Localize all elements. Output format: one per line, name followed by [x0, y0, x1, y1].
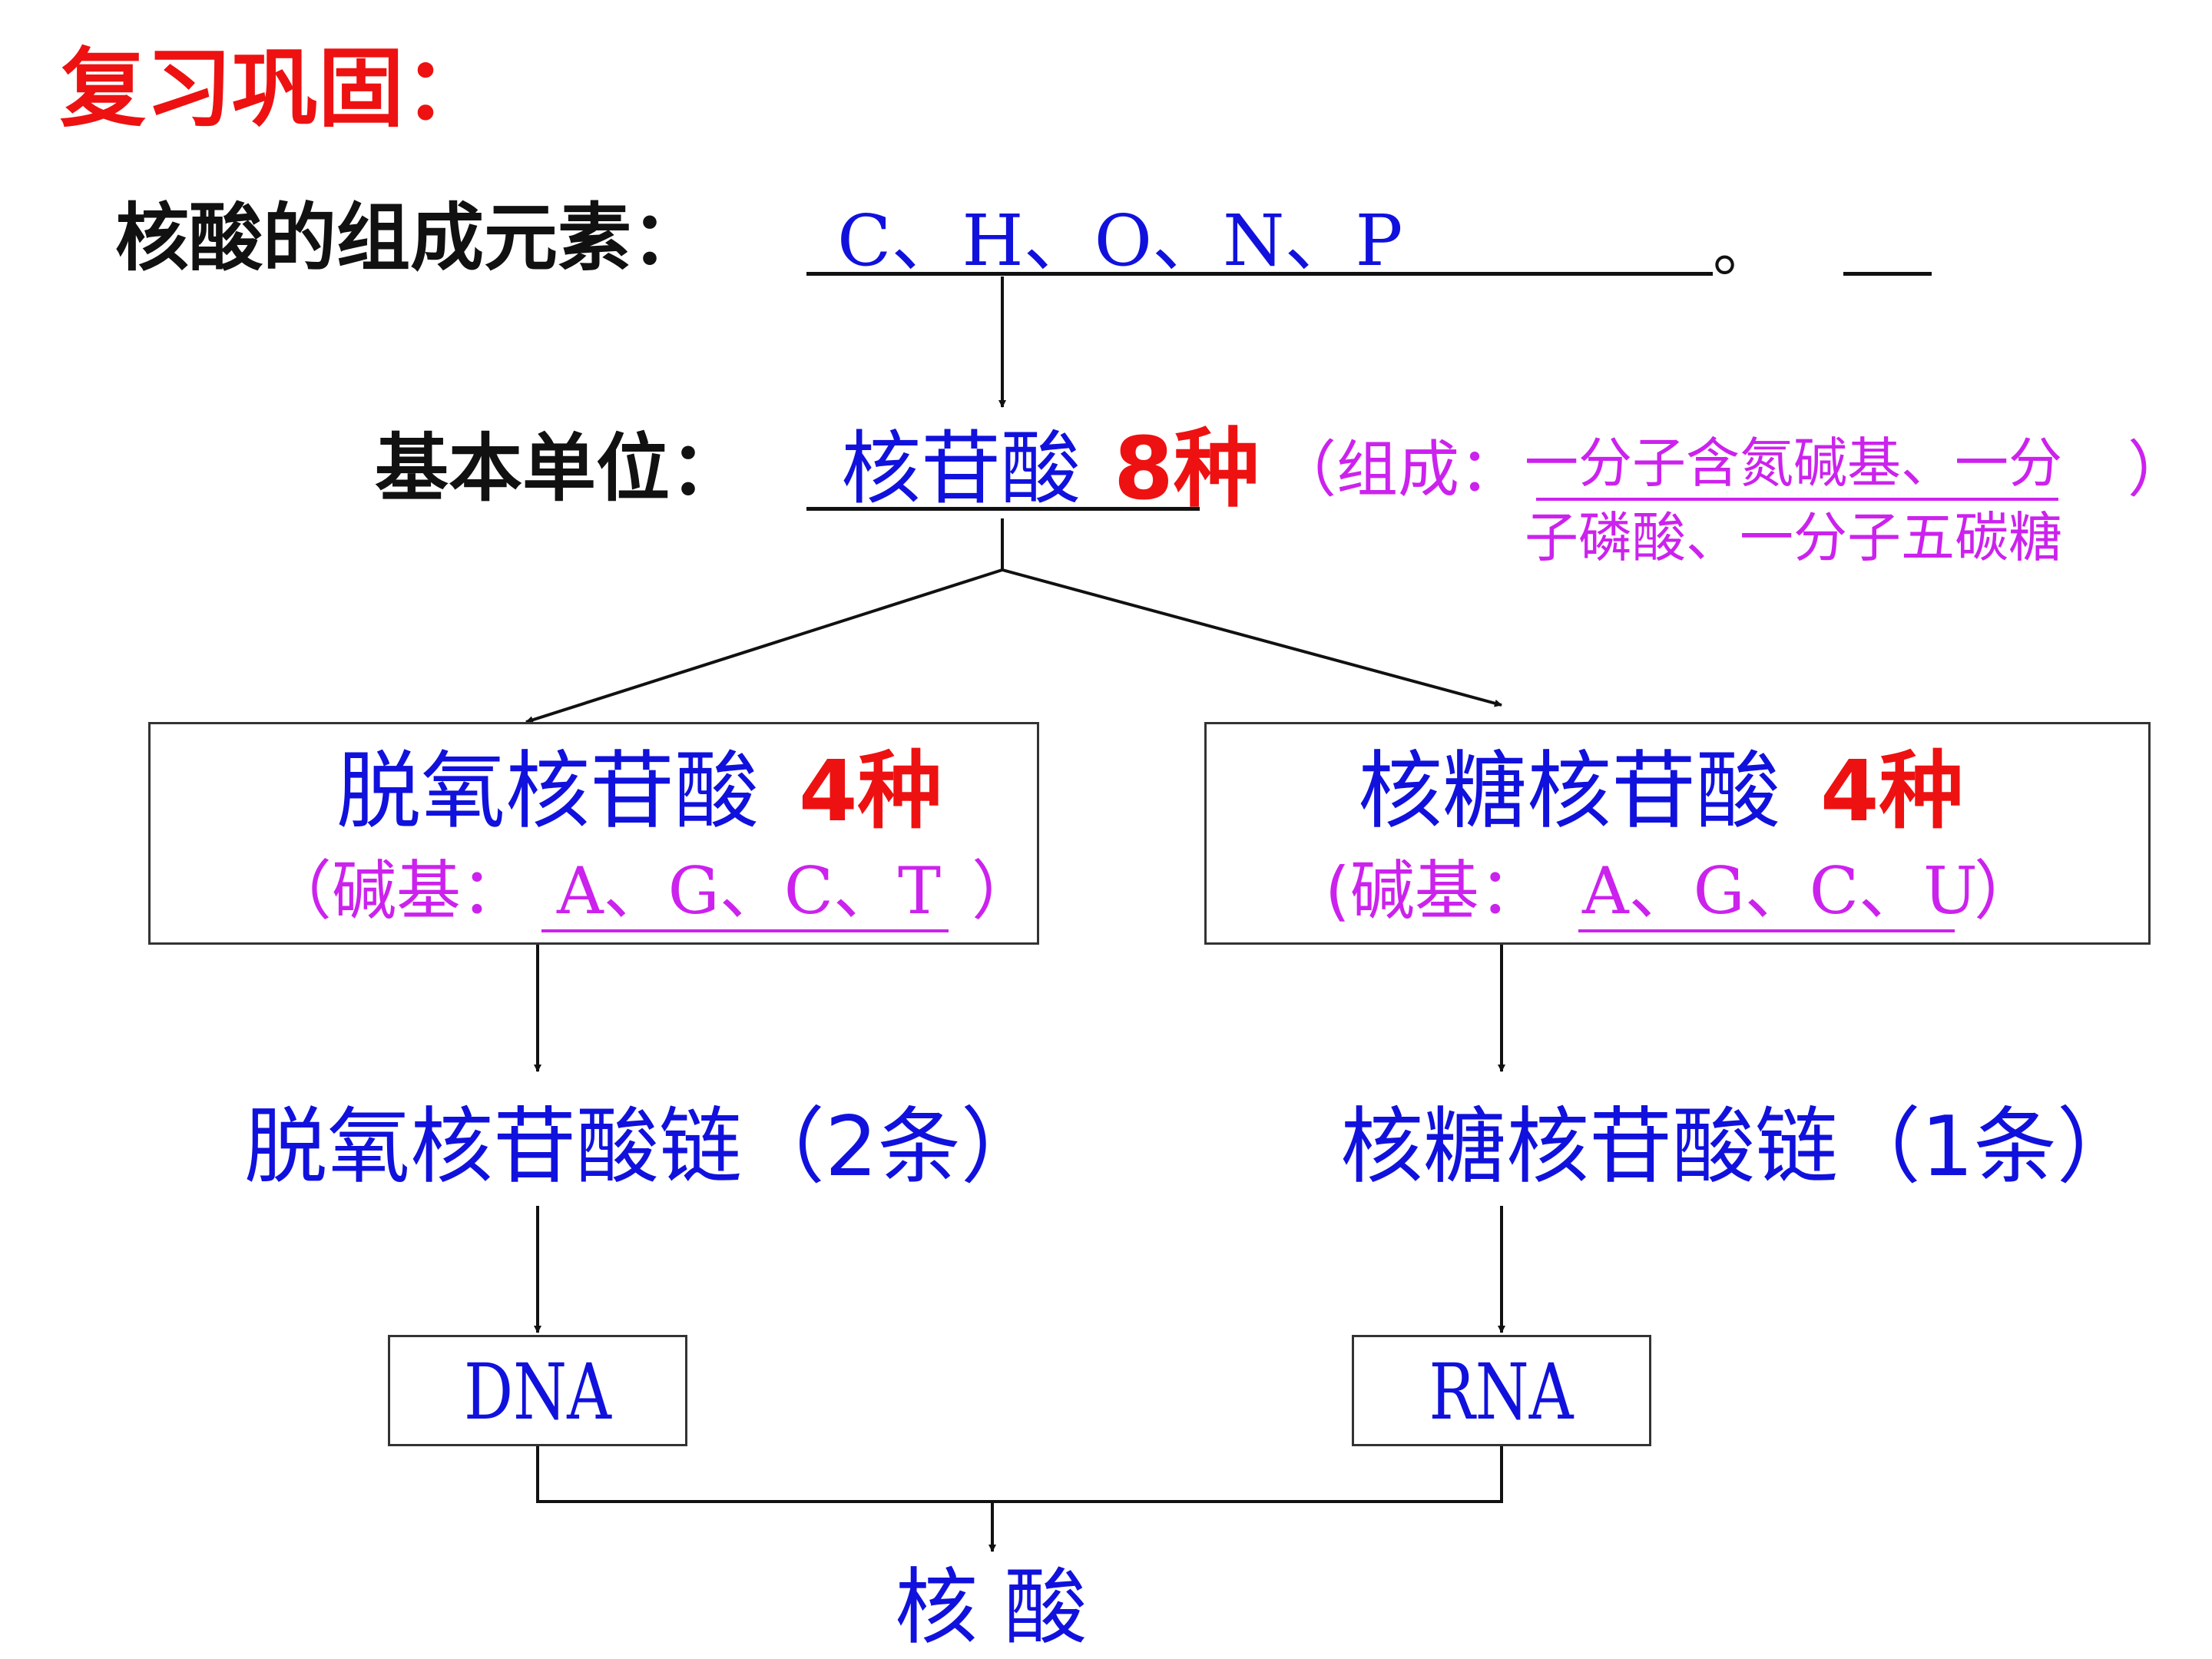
- arrow-branch-to-right-box: [1002, 568, 1502, 707]
- ribonucleotide-bases-underline: [1578, 929, 1955, 932]
- dna-label: DNA: [464, 1347, 611, 1437]
- page-title: 复习巩固：: [60, 39, 490, 139]
- composition-close: ）: [2128, 434, 2189, 505]
- deoxynucleotide-count: 4种: [799, 742, 942, 840]
- ribonucleotide-chain: 核糖核苷酸链（1条）: [1340, 1099, 2140, 1195]
- ribonucleotide-bases-open: (碱基：: [1325, 853, 1544, 929]
- composition-line-2: 子磷酸、一分子五碳糖: [1525, 506, 2062, 569]
- elements-extra-underline: [1843, 272, 1932, 276]
- elements-answer: C、H、O、N、P: [837, 200, 1403, 282]
- basic-unit-count: 8种: [1114, 419, 1260, 519]
- ribonucleotide-count: 4种: [1820, 742, 1964, 840]
- deoxynucleotide-box: [148, 722, 1039, 945]
- elements-label: 核酸的组成元素：: [115, 195, 705, 281]
- deoxynucleotide-chain: 脱氧核苷酸链（2条）: [244, 1099, 1044, 1195]
- rna-box: RNA: [1352, 1335, 1651, 1446]
- elements-period: 。: [1713, 214, 1774, 285]
- ribonucleotide-bases-close: ）: [1974, 853, 2039, 929]
- ribonucleotide-bases: A、G、C、U: [1582, 853, 1978, 929]
- basic-unit-underline: [806, 507, 1200, 511]
- deoxynucleotide-bases-open: （碱基：: [267, 853, 526, 929]
- elements-answer-underline: [806, 272, 1713, 276]
- dna-box: DNA: [388, 1335, 687, 1446]
- deoxynucleotide-bases: A、G、C、T: [557, 853, 942, 929]
- deoxynucleotide-bases-close: ）: [972, 853, 1037, 929]
- composition-open: （组成：: [1275, 434, 1521, 505]
- deoxynucleotide-bases-underline: [541, 929, 949, 932]
- composition-line-1: 一分子含氮碱基、一分: [1525, 432, 2062, 495]
- rna-label: RNA: [1429, 1347, 1574, 1437]
- nucleic-acid: 核 酸: [895, 1560, 1088, 1656]
- basic-unit-label: 基本单位：: [375, 426, 743, 512]
- composition-underline: [1536, 498, 2058, 501]
- ribonucleotide-box: [1204, 722, 2151, 945]
- basic-unit-answer: 核苷酸: [841, 422, 1081, 515]
- ribonucleotide-name: 核糖核苷酸: [1358, 742, 1780, 840]
- deoxynucleotide-name: 脱氧核苷酸: [336, 742, 759, 840]
- line-dna-rna-join: [536, 1429, 1503, 1503]
- arrow-branch-to-left-box: [525, 568, 1003, 724]
